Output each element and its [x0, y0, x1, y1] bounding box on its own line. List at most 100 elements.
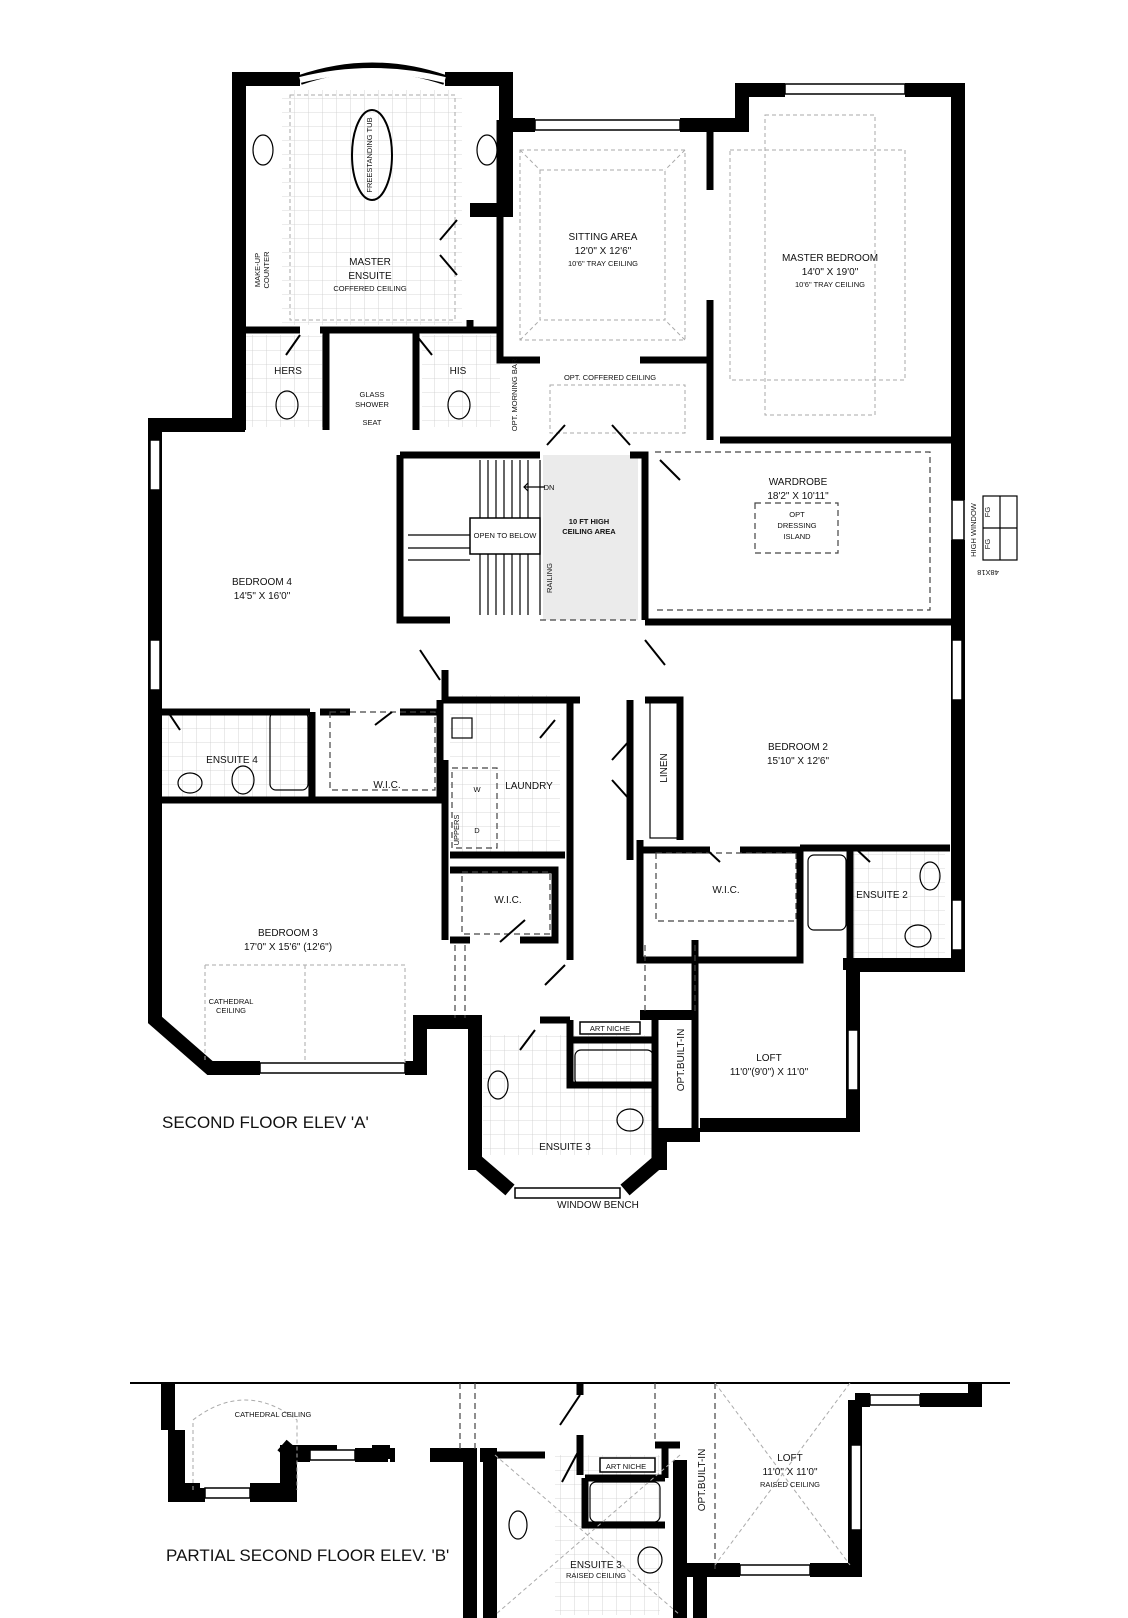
window-bench-label: WINDOW BENCH	[557, 1200, 639, 1211]
opt-dressing-island-label: ISLAND	[783, 532, 811, 541]
fg-size-label: 48X18	[977, 568, 999, 577]
opt-built-in-label: OPT.BUILT-IN	[697, 1449, 708, 1512]
exterior-wall	[161, 1383, 390, 1497]
coffered-ceiling	[289, 94, 456, 321]
sitting-area-ceiling: 10'6" TRAY CEILING	[568, 259, 638, 268]
bathtub	[269, 711, 309, 791]
tray-ceiling-master	[729, 114, 906, 416]
wall-pier	[640, 1010, 658, 1020]
opening-dash	[459, 1383, 716, 1570]
opt-coffered-ceiling	[549, 384, 686, 434]
opt-dressing-island	[754, 502, 839, 554]
bedroom-2-dims: 15'10" X 12'6"	[767, 756, 830, 767]
doors[interactable]	[167, 219, 871, 1051]
window	[784, 83, 906, 95]
toilet	[637, 1546, 663, 1574]
window	[850, 1444, 862, 1531]
window	[259, 1062, 406, 1074]
bathtub	[589, 1481, 661, 1523]
window	[951, 899, 963, 951]
cathedral-ceiling-label: CATHEDRAL	[209, 997, 254, 1006]
plan-b-title: PARTIAL SECOND FLOOR ELEV. 'B'	[166, 1546, 449, 1565]
bedroom-4-dims: 14'5" X 16'0"	[234, 591, 291, 602]
exterior-wall	[168, 1430, 310, 1502]
railing-label: RAILING	[545, 563, 554, 593]
cathedral-ceiling-label: CEILING	[216, 1006, 246, 1015]
tray-ceiling-sitting	[519, 149, 686, 341]
window	[534, 119, 681, 131]
art-niche-box	[599, 1457, 656, 1473]
exterior-wall	[148, 72, 965, 1170]
wic-bed2-shelf	[655, 852, 797, 922]
window	[869, 1394, 921, 1406]
dryer-label: D	[474, 826, 480, 835]
master-bedroom-ceiling: 10'6" TRAY CEILING	[795, 280, 865, 289]
fg-label: FG	[983, 539, 992, 550]
ensuite-2-label: ENSUITE 2	[856, 890, 908, 901]
linen-label: LINEN	[659, 753, 670, 782]
bathtub	[574, 1049, 654, 1086]
uppers-label: UPPERS	[452, 815, 461, 846]
sink	[919, 861, 941, 891]
ten-ft-ceiling-label: CEILING AREA	[562, 527, 616, 536]
cathedral-ceiling-outline	[192, 1399, 298, 1490]
sink	[487, 1070, 509, 1100]
opening-dash	[454, 619, 696, 1018]
makeup-counter-label: MAKE-UP	[253, 253, 262, 287]
sitting-area-label: SITTING AREA	[569, 232, 638, 243]
window	[739, 1564, 811, 1576]
wic-bed3-label: W.I.C.	[494, 895, 521, 906]
ensuite-3-label: ENSUITE 3	[539, 1142, 591, 1153]
window	[149, 439, 161, 491]
cathedral-ceiling-outline	[204, 964, 406, 1063]
loft-label: LOFT	[756, 1053, 782, 1064]
open-to-below-box	[469, 517, 541, 555]
loft-ceiling: RAISED CEILING	[760, 1480, 820, 1489]
freestanding-tub	[351, 109, 393, 201]
dn-label: DN	[544, 483, 555, 492]
ten-ft-ceiling-area	[543, 455, 638, 620]
washer-label: W	[473, 785, 481, 794]
sink	[252, 134, 274, 166]
hers-tile	[246, 335, 326, 427]
bedroom-3-dims: 17'0" X 15'6" (12'6")	[244, 942, 332, 953]
partial-second-floor-elev-b: CATHEDRAL CEILING ART NICHE LOFT 11'0" X…	[130, 1382, 1010, 1618]
wardrobe-outline	[655, 451, 931, 611]
toilet	[447, 390, 471, 420]
wic-bed3-shelf	[461, 871, 551, 935]
master-bedroom-label: MASTER BEDROOM	[782, 253, 878, 264]
loft-dims: 11'0" X 11'0"	[762, 1467, 817, 1478]
opt-built-in-label: OPT.BUILT-IN	[676, 1029, 687, 1092]
bathtub	[807, 854, 847, 931]
second-floor-elev-a: FREESTANDING TUB MAKE-UP COUNTER MASTER …	[148, 62, 1018, 1211]
art-niche-label: ART NICHE	[606, 1462, 646, 1471]
his-label: HIS	[450, 366, 467, 377]
toilet	[275, 390, 299, 420]
glass-shower-label: GLASS	[359, 390, 384, 399]
sink	[476, 134, 498, 166]
open-to-below-label: OPEN TO BELOW	[474, 531, 538, 540]
washer-dryer	[451, 767, 498, 849]
art-niche-label: ART NICHE	[590, 1024, 630, 1033]
ensuite2-tile	[850, 848, 945, 963]
freestanding-tub-label: FREESTANDING TUB	[365, 117, 374, 192]
high-window	[951, 499, 965, 541]
interior-wall	[160, 120, 958, 1170]
master-ensuite-ceiling: COFFERED CEILING	[333, 284, 407, 293]
ensuite-3-label: ENSUITE 3	[570, 1560, 622, 1571]
laundry-sink	[451, 717, 473, 739]
laundry-label: LAUNDRY	[505, 781, 553, 792]
art-niche-box	[579, 1021, 641, 1035]
glass-shower-label: SHOWER	[355, 400, 389, 409]
bedroom-3-label: BEDROOM 3	[258, 928, 318, 939]
cathedral-ceiling-label: CATHEDRAL CEILING	[235, 1410, 312, 1419]
wic-bed4-label: W.I.C.	[373, 780, 400, 791]
window	[149, 639, 161, 691]
doors[interactable]	[559, 1394, 581, 1483]
wic-bed4-shelf	[329, 711, 436, 791]
sink	[508, 1510, 528, 1540]
window	[204, 1487, 251, 1499]
master-bedroom-dims: 14'0" X 19'0"	[802, 267, 859, 278]
high-window-label: HIGH WINDOW	[969, 502, 978, 557]
sink	[177, 772, 203, 794]
